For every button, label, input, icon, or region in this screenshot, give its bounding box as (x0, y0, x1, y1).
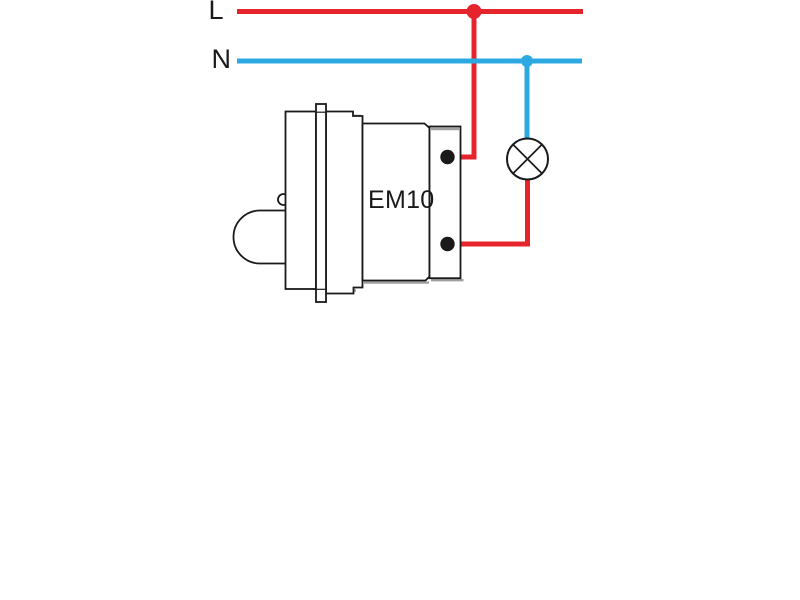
live-rail-label: L (209, 0, 224, 25)
live-junction-dot (466, 4, 482, 19)
device-em10: EM10 (232, 103, 464, 303)
device-model-label: EM10 (368, 186, 435, 214)
device-ring (325, 110, 364, 295)
mounting-plate (284, 110, 317, 290)
clamp-tab (315, 103, 327, 303)
lamp-icon (506, 137, 549, 181)
terminal-dot-bottom (440, 236, 455, 252)
terminal-dot-top (440, 149, 455, 165)
neutral-junction-dot (521, 55, 533, 67)
switched-live-wire (451, 178, 530, 247)
sensor-dome-icon (232, 209, 286, 265)
neutral-rail-label: N (212, 44, 232, 74)
lamp-cross (512, 143, 543, 175)
